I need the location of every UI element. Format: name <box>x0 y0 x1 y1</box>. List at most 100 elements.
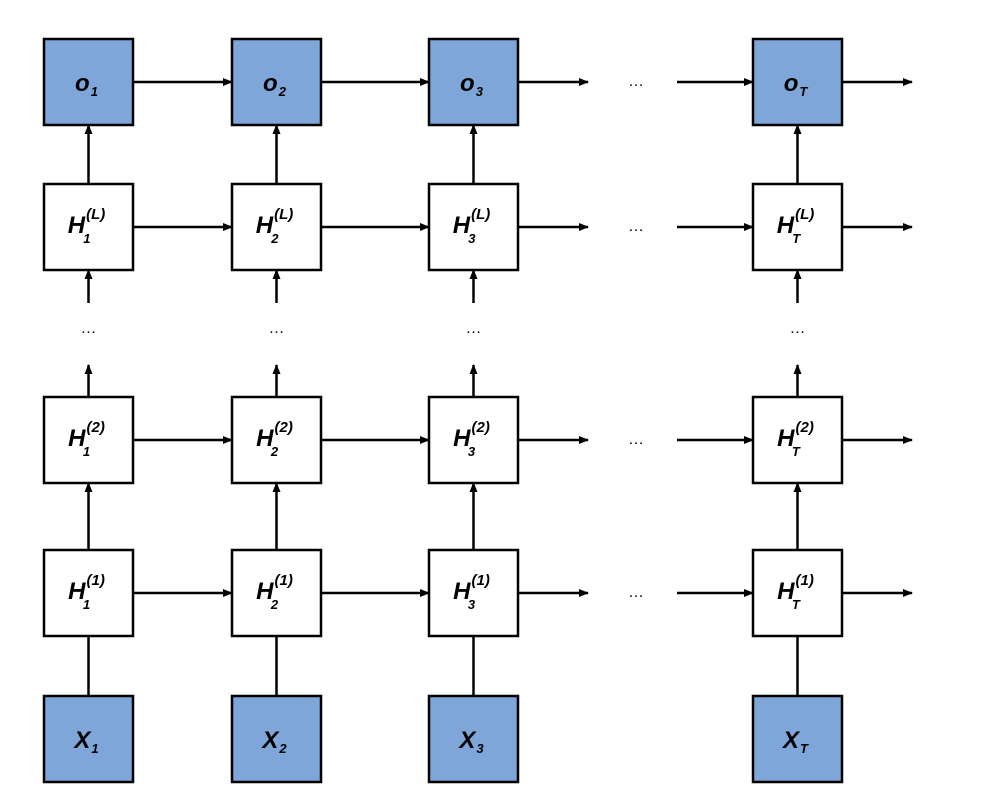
io-box <box>42 694 135 784</box>
node-label-subscript: 2 <box>270 597 279 612</box>
node-label: o3 <box>460 70 484 99</box>
node-label-main: H <box>256 578 274 605</box>
node-label-superscript: (L) <box>86 206 105 223</box>
ellipses-layer: …………………… <box>81 73 806 601</box>
hidden-state-box <box>42 395 135 485</box>
hidden-state-box <box>427 395 520 485</box>
hidden-state-box <box>751 395 844 485</box>
output-node: o2 <box>230 37 323 127</box>
node-label-main: H <box>453 425 471 452</box>
hidden-state-box <box>230 182 323 272</box>
hidden-state-box <box>42 548 135 638</box>
node-label-subscript: 3 <box>476 84 484 99</box>
node-label-superscript: (1) <box>87 572 105 589</box>
hidden-state-box <box>751 548 844 638</box>
node-label-superscript: (2) <box>796 419 814 436</box>
hidden-state-node: H(2)1 <box>42 395 135 485</box>
node-label-subscript: T <box>792 231 801 246</box>
node-label: X2 <box>260 727 287 756</box>
node-label: H(1) T <box>777 572 814 612</box>
hidden-state-node: H(2)3 <box>427 395 520 485</box>
hidden-state-node: H(L)2 <box>230 182 323 272</box>
node-label-superscript: (2) <box>87 419 105 436</box>
node-label: H(1) 2 <box>256 572 293 612</box>
ellipsis-depth: … <box>81 320 97 337</box>
node-label-subscript: 2 <box>278 84 287 99</box>
node-label-main: H <box>777 212 795 239</box>
node-label: H(L) T <box>777 206 815 246</box>
node-label-subscript: T <box>792 597 801 612</box>
node-label: oT <box>784 70 809 99</box>
input-node: X3 <box>427 694 520 784</box>
input-node: XT <box>751 694 844 784</box>
hidden-state-box <box>751 182 844 272</box>
hidden-state-node: H(1)3 <box>427 548 520 638</box>
node-label-main: H <box>68 578 86 605</box>
node-label-subscript: 2 <box>278 741 287 756</box>
node-label-main: H <box>256 212 274 239</box>
hidden-state-node: H(L)1 <box>42 182 135 272</box>
hidden-state-node: H(2) T <box>751 395 844 485</box>
node-label: H(L)1 <box>68 206 106 246</box>
output-node: o1 <box>42 37 135 127</box>
output-node: o3 <box>427 37 520 127</box>
hidden-state-box <box>230 395 323 485</box>
hidden-state-node: H(1) T <box>751 548 844 638</box>
node-label-superscript: (1) <box>472 572 490 589</box>
node-label-main: X <box>781 727 801 754</box>
node-label-superscript: (L) <box>274 206 293 223</box>
node-label: H(2) T <box>777 419 814 459</box>
node-label-superscript: (1) <box>796 572 814 589</box>
hidden-state-node: H(L) T <box>751 182 844 272</box>
hidden-state-box <box>427 182 520 272</box>
node-label: H(2)1 <box>68 419 105 459</box>
node-label: H(1) 1 <box>68 572 105 612</box>
node-label-superscript: (2) <box>472 419 490 436</box>
node-label-main: X <box>457 727 477 754</box>
node-label-main: X <box>260 727 280 754</box>
node-label-subscript: T <box>792 444 801 459</box>
hidden-state-node: H(1) 1 <box>42 548 135 638</box>
node-label-superscript: (2) <box>275 419 293 436</box>
node-label-subscript: 1 <box>83 597 90 612</box>
node-label-subscript: 3 <box>468 231 476 246</box>
node-label-main: H <box>453 212 471 239</box>
hidden-state-node: H(2)2 <box>230 395 323 485</box>
node-label-main: X <box>72 727 92 754</box>
node-label-main: H <box>256 425 274 452</box>
node-label: XT <box>781 727 809 756</box>
hidden-state-box <box>427 548 520 638</box>
io-box <box>427 37 520 127</box>
io-box <box>427 694 520 784</box>
node-label: H(2)3 <box>453 419 490 459</box>
input-node: X2 <box>230 694 323 784</box>
io-box <box>230 694 323 784</box>
node-label-superscript: (L) <box>795 206 814 223</box>
io-box <box>751 37 844 127</box>
hidden-state-box <box>230 548 323 638</box>
io-box <box>230 37 323 127</box>
node-label-subscript: 1 <box>83 444 90 459</box>
io-box <box>751 694 844 784</box>
ellipsis-time: … <box>628 584 644 601</box>
node-label-subscript: 1 <box>91 84 98 99</box>
ellipsis-time: … <box>628 431 644 448</box>
node-label: o2 <box>263 70 287 99</box>
output-node: oT <box>751 37 844 127</box>
hidden-state-node: H(L) 3 <box>427 182 520 272</box>
node-label-main: o <box>460 70 475 97</box>
node-label-superscript: (1) <box>275 572 293 589</box>
node-label: H(2)2 <box>256 419 293 459</box>
hidden-state-box <box>42 182 135 272</box>
node-label-subscript: T <box>799 84 808 99</box>
node-label-superscript: (L) <box>471 206 490 223</box>
ellipsis-depth: … <box>790 320 806 337</box>
ellipsis-depth: … <box>466 320 482 337</box>
ellipsis-time: … <box>628 73 644 90</box>
node-label: H(L)2 <box>256 206 294 246</box>
node-label-main: H <box>777 425 795 452</box>
node-label-main: H <box>777 578 795 605</box>
node-label: X1 <box>72 727 98 756</box>
